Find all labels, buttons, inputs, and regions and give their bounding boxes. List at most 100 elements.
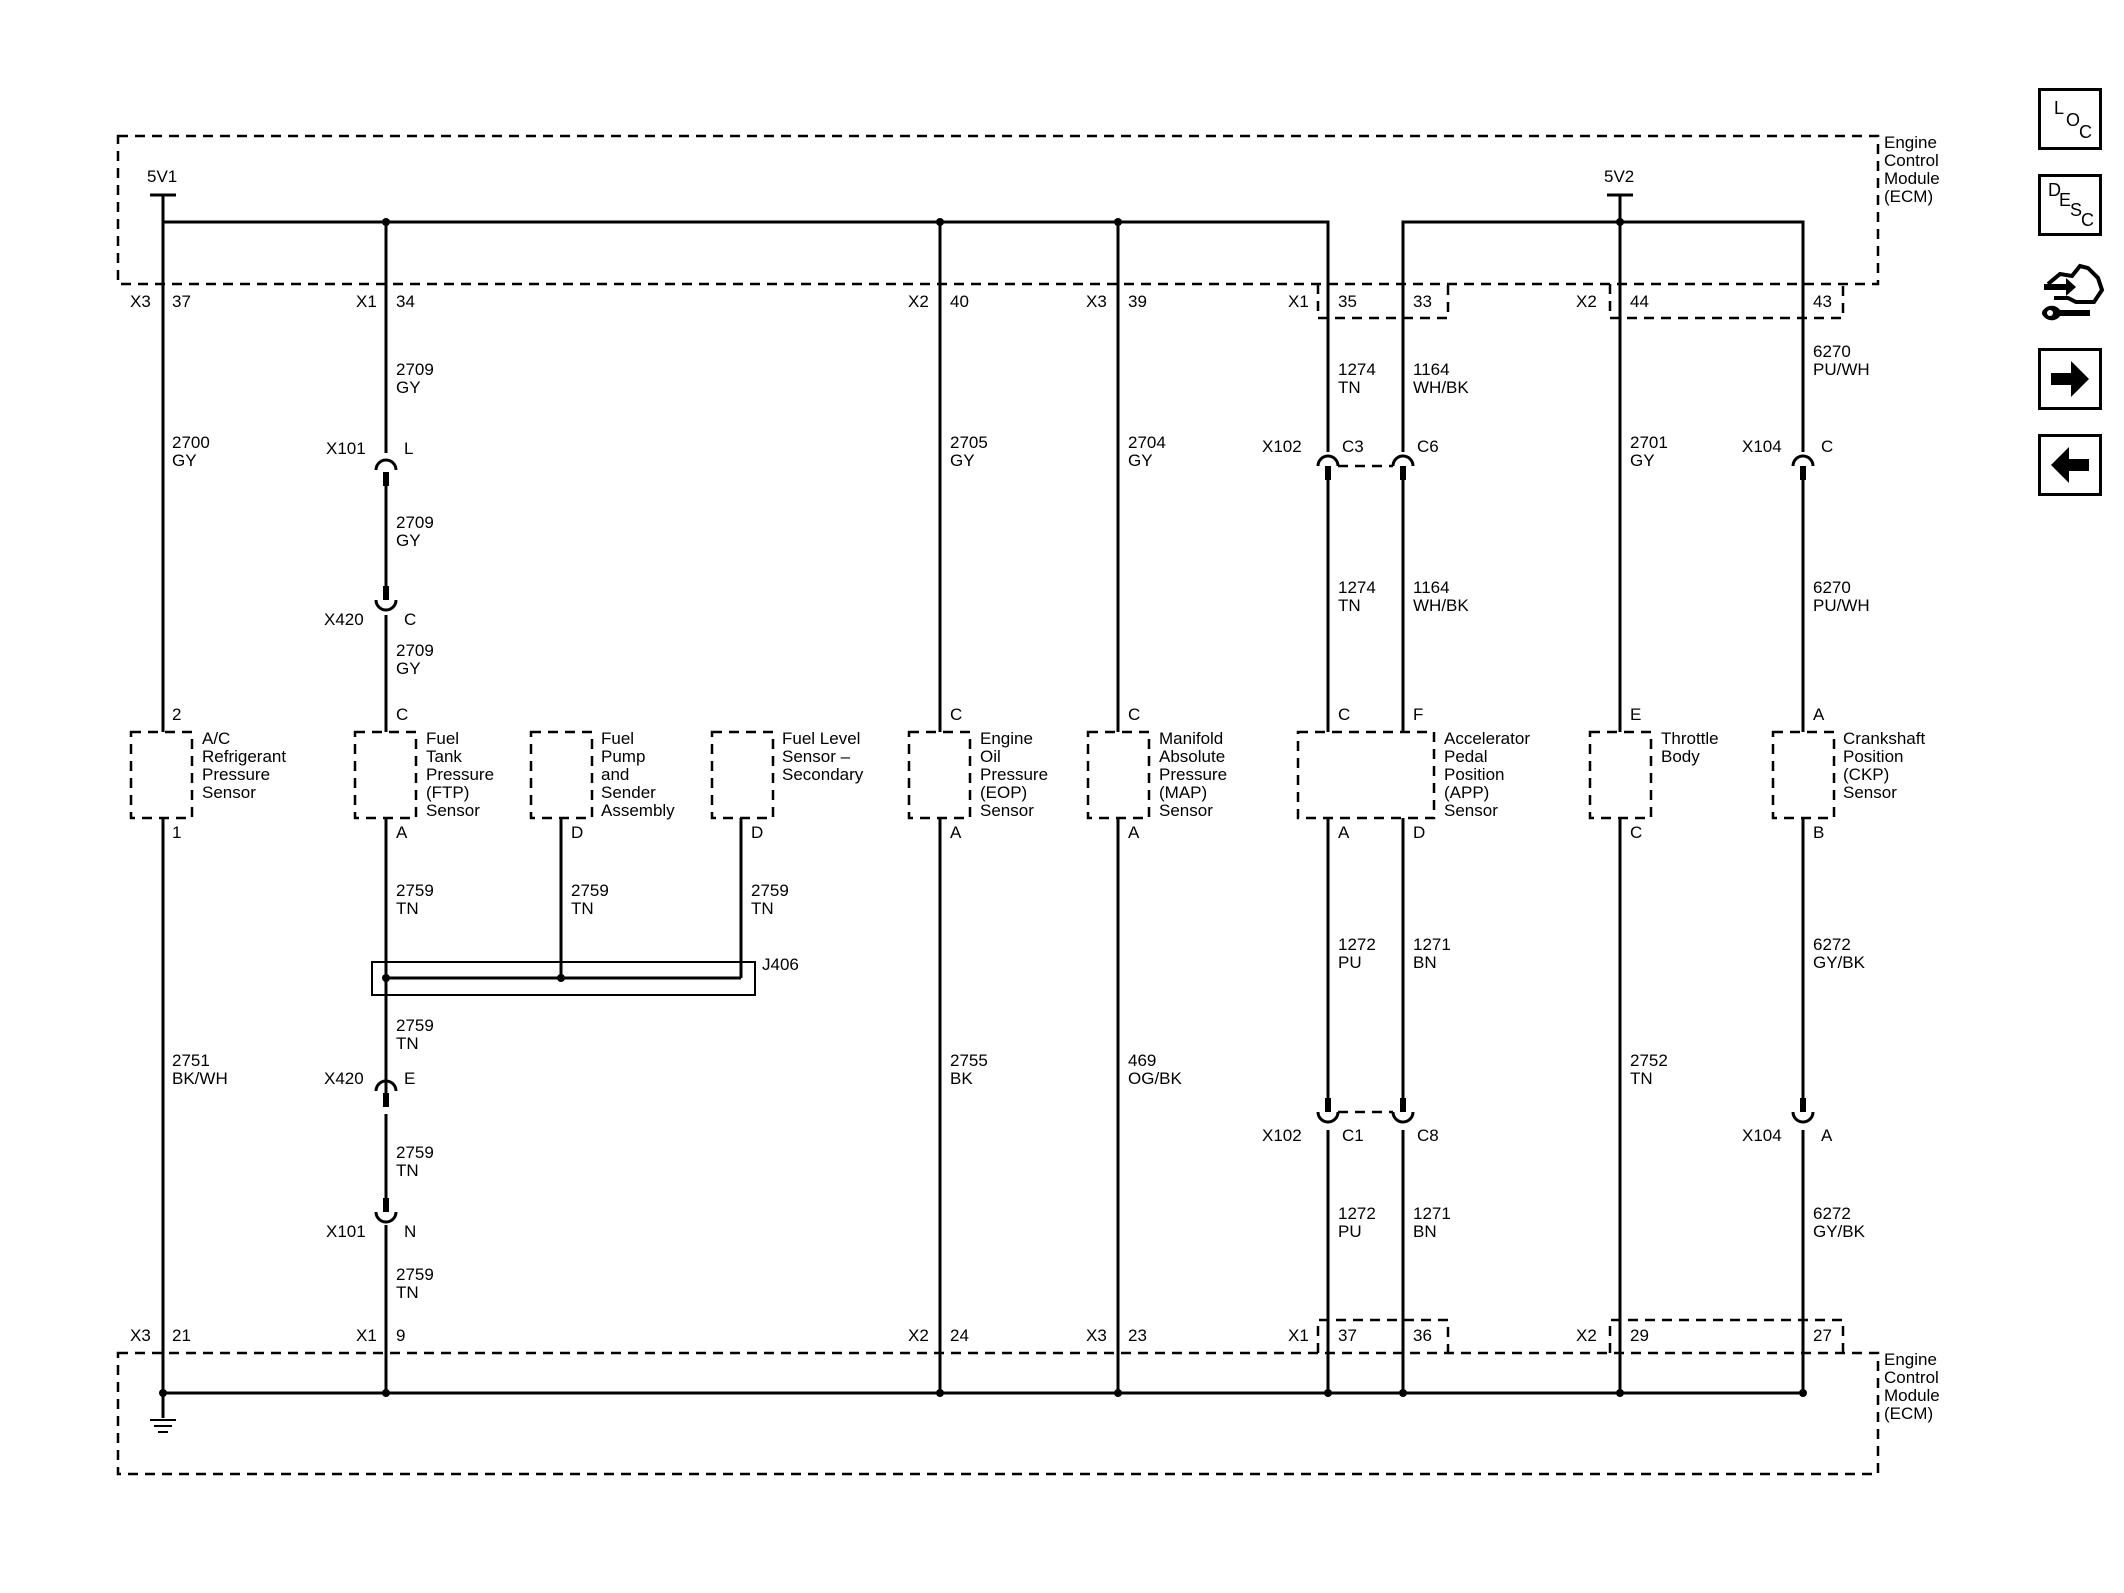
- svg-text:Sender: Sender: [601, 783, 656, 802]
- svg-text:35: 35: [1338, 292, 1357, 311]
- loc-button[interactable]: L O C: [2038, 88, 2102, 150]
- arrow-right-button[interactable]: [2038, 348, 2102, 410]
- svg-text:Position: Position: [1444, 765, 1504, 784]
- svg-text:Sensor: Sensor: [1444, 801, 1498, 820]
- svg-text:D: D: [571, 823, 583, 842]
- svg-text:1164: 1164: [1413, 578, 1450, 597]
- svg-text:(APP): (APP): [1444, 783, 1489, 802]
- svg-text:C1: C1: [1342, 1126, 1364, 1145]
- svg-text:F: F: [1413, 705, 1423, 724]
- svg-text:X101: X101: [326, 439, 366, 458]
- svg-text:2759: 2759: [396, 881, 434, 900]
- svg-text:6270: 6270: [1813, 578, 1851, 597]
- component-ftp-sensor: C A Fuel Tank Pressure (FTP) Sensor: [353, 705, 494, 842]
- arrow-right-icon: [2051, 361, 2089, 397]
- svg-text:2704: 2704: [1128, 433, 1166, 452]
- svg-text:C: C: [1821, 437, 1833, 456]
- svg-text:TN: TN: [751, 899, 774, 918]
- svg-text:24: 24: [950, 1326, 969, 1345]
- bottom-connector-dashed-groups: [1316, 1318, 1845, 1353]
- svg-text:C: C: [1630, 823, 1642, 842]
- svg-text:Module: Module: [1884, 169, 1940, 188]
- svg-text:6270: 6270: [1813, 342, 1851, 361]
- svg-text:C: C: [404, 610, 416, 629]
- svg-text:Pressure: Pressure: [426, 765, 494, 784]
- svg-text:X420: X420: [324, 610, 364, 629]
- svg-text:E: E: [1630, 705, 1641, 724]
- svg-text:Secondary: Secondary: [782, 765, 864, 784]
- svg-text:Refrigerant: Refrigerant: [202, 747, 286, 766]
- svg-text:Pressure: Pressure: [1159, 765, 1227, 784]
- svg-text:Fuel Level: Fuel Level: [782, 729, 860, 748]
- svg-text:GY: GY: [396, 378, 421, 397]
- svg-text:Tank: Tank: [426, 747, 462, 766]
- svg-text:2755: 2755: [950, 1051, 988, 1070]
- svg-text:TN: TN: [1630, 1069, 1653, 1088]
- svg-text:GY: GY: [396, 531, 421, 550]
- svg-text:Sensor: Sensor: [1843, 783, 1897, 802]
- svg-text:TN: TN: [396, 1161, 419, 1180]
- svg-text:C6: C6: [1417, 437, 1439, 456]
- svg-text:Manifold: Manifold: [1159, 729, 1223, 748]
- svg-text:A: A: [950, 823, 962, 842]
- svg-text:X104: X104: [1742, 1126, 1782, 1145]
- svg-text:(MAP): (MAP): [1159, 783, 1207, 802]
- svg-text:D: D: [751, 823, 763, 842]
- splice-j406: J406: [371, 955, 799, 996]
- svg-text:23: 23: [1128, 1326, 1147, 1345]
- svg-text:Engine: Engine: [1884, 1350, 1937, 1369]
- svg-text:1272: 1272: [1338, 1204, 1376, 1223]
- loc-letter-o: O: [2066, 110, 2081, 130]
- desc-letter-d: D: [2048, 180, 2061, 200]
- svg-text:TN: TN: [396, 1283, 419, 1302]
- svg-text:GY: GY: [396, 659, 421, 678]
- svg-text:43: 43: [1813, 292, 1832, 311]
- svg-text:34: 34: [396, 292, 415, 311]
- svg-text:D: D: [1413, 823, 1425, 842]
- svg-text:40: 40: [950, 292, 969, 311]
- svg-text:C: C: [1338, 705, 1350, 724]
- svg-text:27: 27: [1813, 1326, 1832, 1345]
- arrow-left-button[interactable]: [2038, 434, 2102, 496]
- svg-text:and: and: [601, 765, 629, 784]
- svg-text:2759: 2759: [571, 881, 609, 900]
- desc-button[interactable]: D E S C: [2038, 174, 2102, 236]
- svg-text:WH/BK: WH/BK: [1413, 378, 1469, 397]
- svg-text:2759: 2759: [396, 1265, 434, 1284]
- svg-text:X420: X420: [324, 1069, 364, 1088]
- svg-text:A/C: A/C: [202, 729, 230, 748]
- svg-text:33: 33: [1413, 292, 1432, 311]
- svg-text:A: A: [396, 823, 408, 842]
- vehicle-wrench-icon[interactable]: [2036, 254, 2106, 330]
- svg-text:B: B: [1813, 823, 1824, 842]
- svg-text:C3: C3: [1342, 437, 1364, 456]
- svg-text:2: 2: [172, 705, 181, 724]
- svg-text:GY: GY: [950, 451, 975, 470]
- svg-text:29: 29: [1630, 1326, 1649, 1345]
- inline-connector-x420-c: X420 C: [324, 586, 416, 629]
- svg-text:Pedal: Pedal: [1444, 747, 1487, 766]
- svg-text:Fuel: Fuel: [426, 729, 459, 748]
- svg-text:WH/BK: WH/BK: [1413, 596, 1469, 615]
- supply-5v1: 5V1: [147, 167, 177, 222]
- svg-text:(ECM): (ECM): [1884, 1404, 1933, 1423]
- svg-text:2709: 2709: [396, 641, 434, 660]
- svg-text:C: C: [1128, 705, 1140, 724]
- svg-text:1274: 1274: [1338, 360, 1376, 379]
- svg-text:Sensor: Sensor: [980, 801, 1034, 820]
- svg-text:469: 469: [1128, 1051, 1156, 1070]
- svg-text:PU/WH: PU/WH: [1813, 360, 1870, 379]
- svg-text:37: 37: [172, 292, 191, 311]
- svg-text:X104: X104: [1742, 437, 1782, 456]
- svg-text:X2: X2: [1576, 1326, 1597, 1345]
- svg-text:X3: X3: [1086, 1326, 1107, 1345]
- svg-text:1271: 1271: [1413, 1204, 1451, 1223]
- svg-text:BN: BN: [1413, 953, 1437, 972]
- svg-text:X3: X3: [130, 1326, 151, 1345]
- svg-text:GY: GY: [172, 451, 197, 470]
- svg-text:(ECM): (ECM): [1884, 187, 1933, 206]
